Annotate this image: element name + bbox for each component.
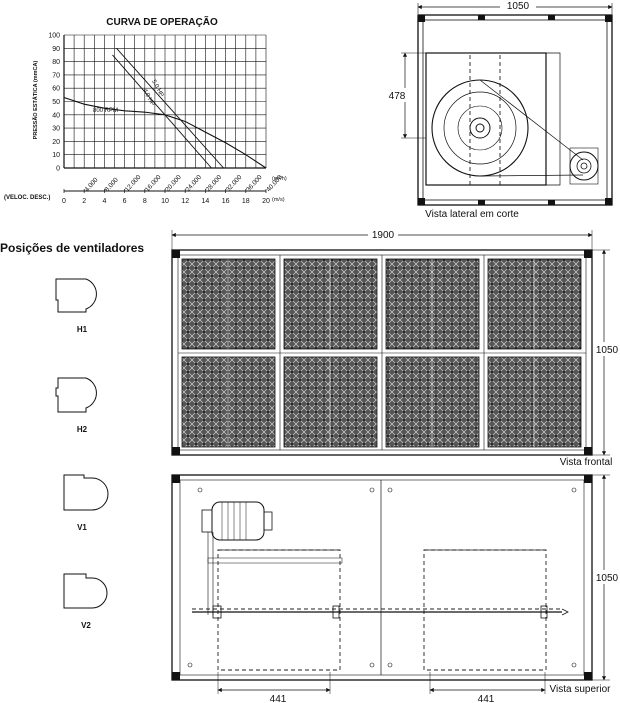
velocity-row-label: (VELOC. DESC.) xyxy=(4,195,50,201)
chart-grid xyxy=(63,34,267,169)
top-view: 441 441 1050 Vista superior xyxy=(171,474,620,703)
svg-text:V1: V1 xyxy=(77,523,87,532)
y-tick-label: 100 xyxy=(48,33,60,40)
svg-text:H2: H2 xyxy=(77,425,88,434)
series-label-800-rpm: 800 RPM xyxy=(93,108,118,114)
side-section-view: 1050 478 Vista lateral em corte xyxy=(387,1,613,220)
y-tick-label: 50 xyxy=(52,99,60,106)
series-line xyxy=(112,54,212,169)
velocity-tick-label: 12 xyxy=(181,198,189,205)
velocity-tick-label: 18 xyxy=(242,198,250,205)
fan-position-h1: H1 xyxy=(55,278,97,334)
flow-tick-label: 32.000 xyxy=(225,174,244,194)
y-tick-label: 40 xyxy=(52,112,60,119)
velocity-tick-labels: 0 2 4 6 8 10 12 14 16 18 20 xyxy=(62,189,270,205)
velocity-tick-label: 10 xyxy=(161,198,169,205)
y-tick-labels: 0 10 20 30 40 50 60 70 80 90 100 xyxy=(48,33,60,173)
dim-front-width: 1900 xyxy=(372,230,395,241)
fan-position-v1: V1 xyxy=(63,474,109,532)
fan-housing xyxy=(425,52,547,186)
filter-panel xyxy=(283,356,378,448)
fan-scroll xyxy=(431,79,529,177)
y-tick-label: 30 xyxy=(52,126,60,133)
front-casing xyxy=(171,249,593,456)
velocity-tick-label: 4 xyxy=(102,198,106,205)
series-label-4-hp: 4.0 HP xyxy=(141,88,155,107)
fan-right-outline xyxy=(423,549,547,671)
y-tick-label: 20 xyxy=(52,139,60,146)
operation-curve-chart: CURVA DE OPERAÇÃO PRESSÃO ESTÁTICA (mmCA… xyxy=(4,15,287,205)
filter-panel xyxy=(181,356,276,448)
filter-panel xyxy=(385,356,480,448)
flow-tick-label: 24.000 xyxy=(184,174,203,194)
velocity-tick-label: 16 xyxy=(222,198,230,205)
fan-position-h2: H2 xyxy=(55,377,97,434)
filter-panel xyxy=(487,258,582,350)
motor-pulley xyxy=(569,151,599,181)
y-axis-label: PRESSÃO ESTÁTICA (mmCA) xyxy=(32,61,39,140)
velocity-tick-label: 2 xyxy=(82,198,86,205)
top-casing xyxy=(171,474,593,681)
filter-panel xyxy=(487,356,582,448)
dim-441-left: 441 xyxy=(270,694,287,703)
y-tick-label: 80 xyxy=(52,59,60,66)
y-tick-label: 60 xyxy=(52,86,60,93)
fan-positions-title: Posições de ventiladores xyxy=(0,241,144,255)
flow-tick-label: 12.000 xyxy=(124,174,143,194)
filter-panels xyxy=(181,258,582,448)
flow-tick-label: 16.000 xyxy=(144,174,163,194)
dim-441-right: 441 xyxy=(478,694,495,703)
unit-casing-outline xyxy=(417,14,613,206)
front-view: 1900 1050 Vista frontal xyxy=(171,228,620,468)
dim-side-height: 478 xyxy=(389,91,406,102)
chart-title-mark: • xyxy=(205,15,208,24)
filter-panel xyxy=(283,258,378,350)
y-tick-label: 0 xyxy=(56,166,60,173)
y-tick-label: 70 xyxy=(52,72,60,79)
flow-tick-label: 28.000 xyxy=(205,174,224,194)
fan-position-v2: V2 xyxy=(63,573,108,630)
flow-axis-unit: (m³/h) xyxy=(272,176,287,182)
caption-front: Vista frontal xyxy=(560,457,613,468)
flow-tick-label: 20.000 xyxy=(164,174,183,194)
velocity-tick-label: 14 xyxy=(202,198,210,205)
dim-top-view-height: 1050 xyxy=(596,573,619,584)
series-line xyxy=(116,48,224,169)
velocity-tick-label: 8 xyxy=(143,198,147,205)
velocity-tick-label: 0 xyxy=(62,198,66,205)
filter-panel xyxy=(385,258,480,350)
dim-front-height: 1050 xyxy=(596,345,619,356)
caption-side-section: Vista lateral em corte xyxy=(425,209,519,220)
chart-title: CURVA DE OPERAÇÃO xyxy=(106,15,218,28)
y-tick-label: 10 xyxy=(52,152,60,159)
fan-left-outline xyxy=(207,549,343,671)
filter-panel xyxy=(181,258,276,350)
flow-tick-label: 36.000 xyxy=(245,174,264,194)
belt-upper xyxy=(479,79,584,161)
y-tick-label: 90 xyxy=(52,46,60,53)
dim-top-width: 1050 xyxy=(507,1,530,12)
belt-lower xyxy=(479,174,584,177)
svg-text:V2: V2 xyxy=(81,621,91,630)
velocity-tick-label: 6 xyxy=(123,198,127,205)
svg-text:H1: H1 xyxy=(77,325,88,334)
fan-positions-panel: Posições de ventiladores H1 H2 V1 V2 xyxy=(0,241,144,630)
velocity-tick-label: 20 xyxy=(262,198,270,205)
velocity-axis-unit: (m/s) xyxy=(272,197,285,203)
caption-top: Vista superior xyxy=(550,684,612,695)
motor xyxy=(201,501,273,615)
